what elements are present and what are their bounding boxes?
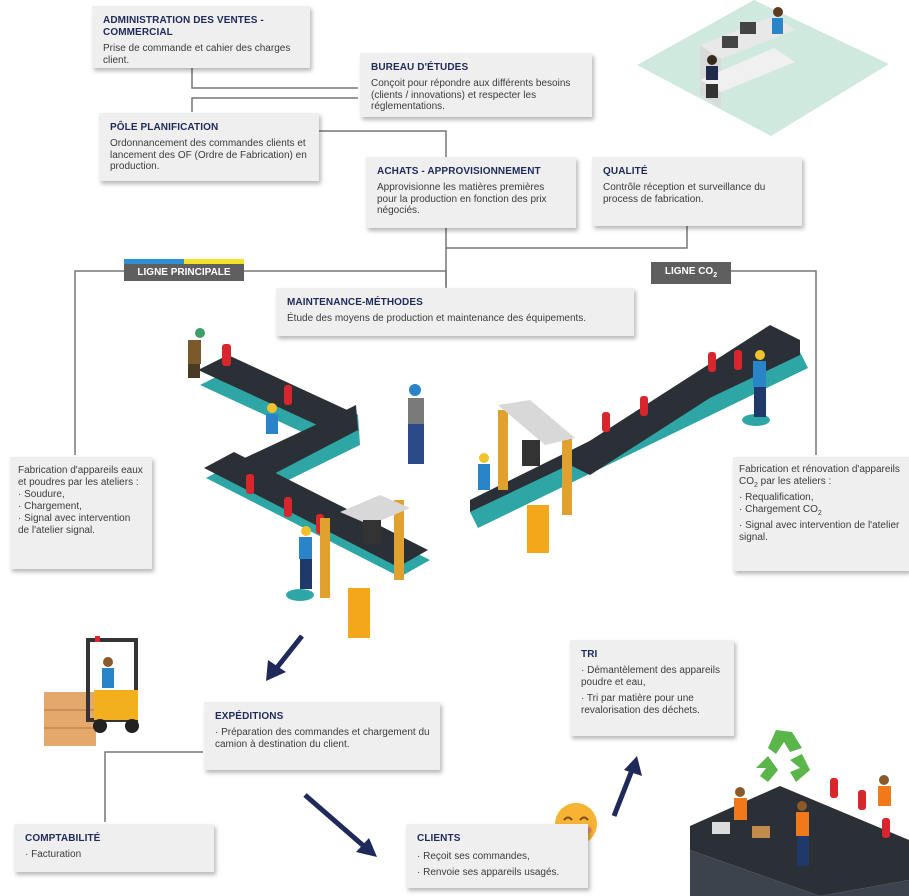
expeditions-title: EXPÉDITIONS [215, 711, 284, 722]
fabrication-left-item: · Chargement, [18, 501, 82, 512]
fabrication-right-item: · Chargement CO2 [739, 504, 903, 520]
color-bar-blue [124, 259, 184, 264]
co2-line-illustration [470, 325, 808, 553]
qualite-text: Contrôle réception et surveillance du pr… [603, 182, 766, 205]
comptabilite-box: COMPTABILITÉ · Facturation [14, 824, 214, 872]
admin-ventes-text: Prise de commande et cahier des charges … [103, 43, 291, 66]
achats-title: ACHATS - APPROVISIONNEMENT [377, 166, 541, 177]
admin-ventes-box: ADMINISTRATION DES VENTES - COMMERCIAL P… [92, 6, 310, 68]
admin-ventes-title: ADMINISTRATION DES VENTES - COMMERCIAL [103, 15, 264, 38]
pole-planification-title: PÔLE PLANIFICATION [110, 122, 219, 133]
fabrication-left-intro: Fabrication d'appareils eaux et poudres … [18, 465, 143, 488]
recycle-icon [756, 730, 810, 782]
comptabilite-text: · Facturation [25, 849, 82, 860]
maintenance-box: MAINTENANCE-MÉTHODES Étude des moyens de… [276, 288, 634, 336]
ligne-principale-label: LIGNE PRINCIPALE [137, 267, 231, 278]
bureau-etudes-box: BUREAU D'ÉTUDES Conçoit pour répondre au… [360, 53, 592, 117]
expeditions-text: · Préparation des commandes et chargemen… [215, 727, 430, 750]
flow-arrows [266, 634, 642, 857]
fabrication-left-item: · Soudure, [18, 489, 65, 500]
sorting-illustration [690, 775, 909, 896]
ligne-co2-tag: LIGNE CO2 [651, 262, 731, 284]
fabrication-right-charge-subscript: 2 [817, 510, 822, 517]
achats-text: Approvisionne les matières premières pou… [377, 182, 547, 216]
bureau-etudes-text: Conçoit pour répondre aux différents bes… [371, 78, 571, 112]
clients-item: · Renvoie ses appareils usagés. [417, 867, 560, 878]
fabrication-right-box: Fabrication et rénovation d'appareils CO… [733, 457, 909, 571]
ligne-co2-label: LIGNE CO [664, 266, 714, 277]
clients-title: CLIENTS [417, 833, 461, 844]
office-illustration [637, 0, 889, 136]
color-bar-yellow [184, 259, 244, 264]
tri-item: · Tri par matière pour une revalorisatio… [581, 693, 700, 716]
clients-item: · Reçoit ses commandes, [417, 851, 530, 862]
main-line-illustration [188, 328, 430, 638]
tri-item: · Démantèlement des appareils poudre et … [581, 665, 720, 688]
clients-box: CLIENTS · Reçoit ses commandes, · Renvoi… [406, 824, 588, 888]
supervisor-illustration [408, 384, 424, 464]
tri-title: TRI [581, 649, 598, 660]
pole-planification-text: Ordonnancement des commandes clients et … [110, 138, 307, 172]
expeditions-box: EXPÉDITIONS · Préparation des commandes … [204, 702, 440, 770]
pole-planification-box: PÔLE PLANIFICATION Ordonnancement des co… [99, 113, 319, 181]
qualite-title: QUALITÉ [603, 166, 648, 177]
fabrication-right-item: · Signal avec intervention de l'atelier … [739, 520, 900, 543]
bureau-etudes-title: BUREAU D'ÉTUDES [371, 62, 469, 73]
maintenance-text: Étude des moyens de production et mainte… [287, 313, 587, 324]
fabrication-right-intro: Fabrication et rénovation d'appareils CO… [739, 464, 903, 492]
forklift-illustration [44, 636, 139, 746]
qualite-box: QUALITÉ Contrôle réception et surveillan… [592, 157, 802, 226]
ligne-co2-subscript: 2 [713, 272, 718, 279]
ligne-principale-tag: LIGNE PRINCIPALE [124, 264, 244, 281]
connector-lines [74, 66, 817, 822]
fabrication-left-item: · Signal avec intervention de l'atelier … [18, 513, 131, 536]
fabrication-right-charge-prefix: · Chargement CO [739, 504, 818, 515]
fabrication-left-box: Fabrication d'appareils eaux et poudres … [10, 457, 152, 569]
comptabilite-title: COMPTABILITÉ [25, 833, 101, 844]
achats-box: ACHATS - APPROVISIONNEMENT Approvisionne… [366, 157, 576, 228]
fabrication-right-intro-prefix: Fabrication et rénovation d'appareils CO [739, 464, 900, 487]
fabrication-right-item: · Requalification, [739, 492, 814, 503]
tri-box: TRI · Démantèlement des appareils poudre… [570, 640, 734, 736]
maintenance-title: MAINTENANCE-MÉTHODES [287, 297, 423, 308]
fabrication-right-intro-suffix: par les ateliers : [757, 476, 832, 487]
fabrication-right-intro-subscript: 2 [754, 482, 758, 489]
